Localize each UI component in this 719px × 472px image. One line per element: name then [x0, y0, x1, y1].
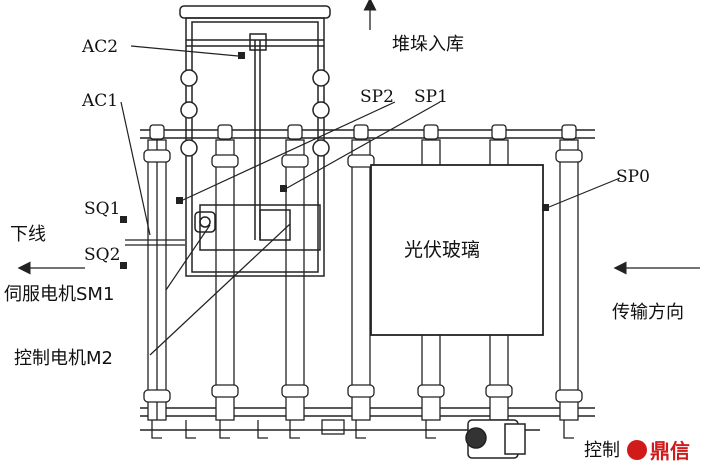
leader-lines	[120, 45, 621, 356]
label-down-line: 下线	[10, 224, 46, 245]
label-ac1: AC1	[81, 91, 118, 111]
label-glass: 光伏玻璃	[404, 239, 480, 261]
sensor-sp2-marker	[176, 197, 183, 204]
label-ac2: AC2	[81, 37, 118, 57]
label-stack-in: 堆垛入库	[392, 34, 464, 55]
exit-shaft	[125, 239, 185, 246]
stacker-frame	[179, 5, 331, 277]
sensor-sp0-marker	[542, 204, 549, 211]
sensor-markers	[120, 52, 549, 269]
sensor-ac2-marker	[238, 52, 245, 59]
glass-panel	[370, 164, 544, 336]
control-motor-unit	[465, 419, 526, 459]
label-sp0: SP0	[616, 167, 650, 187]
label-sp2: SP2	[360, 87, 394, 107]
label-sp1: SP1	[414, 87, 448, 107]
label-control-motor: 控制电机M2	[14, 348, 113, 369]
label-control-box: 控制	[584, 440, 620, 461]
label-sq1: SQ1	[84, 199, 120, 219]
arrows	[17, 0, 700, 275]
sensor-sq2-marker	[120, 262, 127, 269]
svg-text:鼎信: 鼎信	[650, 439, 690, 463]
label-conveyor-dir: 传输方向	[612, 302, 684, 323]
label-sq2: SQ2	[84, 245, 120, 265]
sensor-sp1-marker	[280, 185, 287, 192]
label-servo-motor: 伺服电机SM1	[4, 284, 114, 305]
sensor-sq1-marker	[120, 216, 127, 223]
watermark-logo: 鼎信	[627, 439, 690, 463]
